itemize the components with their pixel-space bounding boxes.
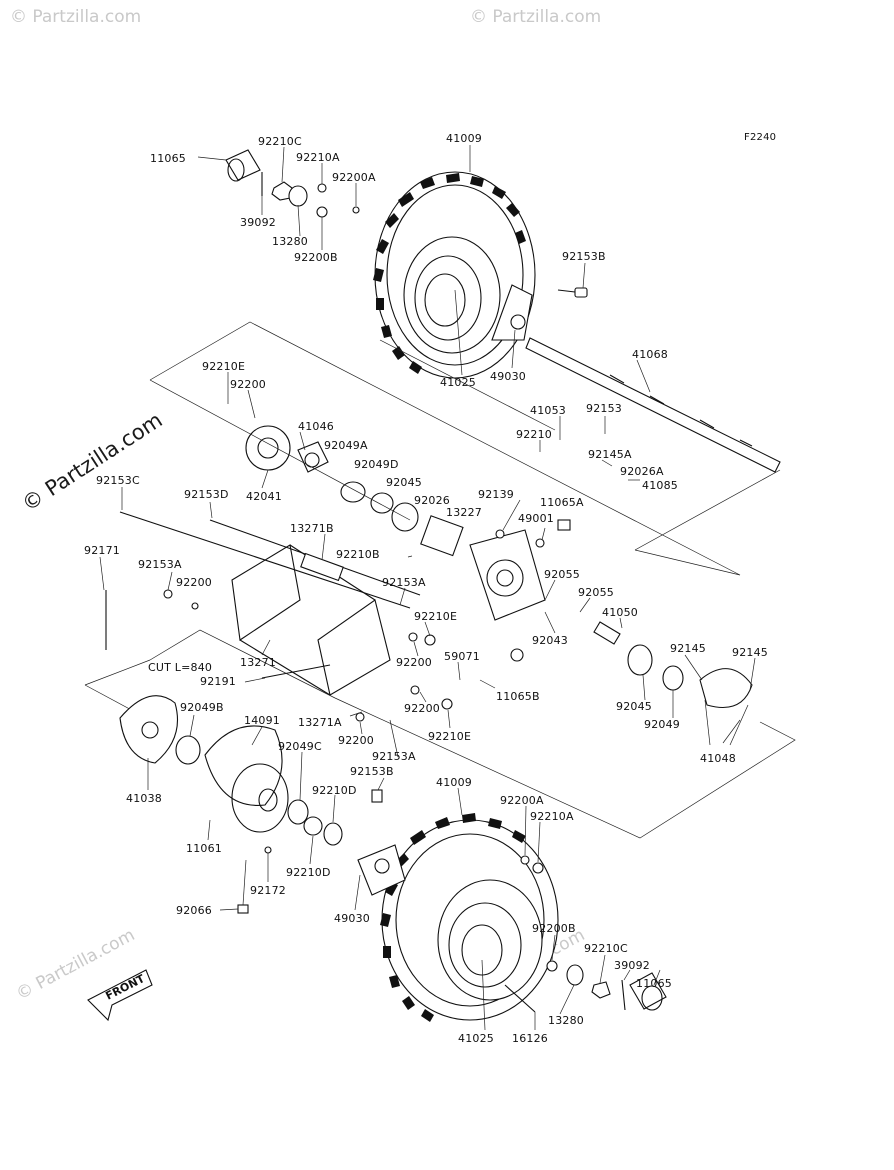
brake-drum [119,695,383,914]
part-label-13280: 13280 [548,1014,584,1027]
watermark-faint: © Partzilla.com [470,7,601,27]
part-label-41038: 41038 [126,792,162,805]
part-label-92153c: 92153C [96,474,140,487]
part-label-41025: 41025 [440,376,476,389]
part-label-92049d: 92049D [354,458,399,471]
rear-axle [525,337,781,473]
part-label-13271: 13271 [240,656,276,669]
part-label-92055: 92055 [578,586,614,599]
bottom-wheel [357,813,667,1022]
part-label-92045: 92045 [616,700,652,713]
part-label-92200: 92200 [338,734,374,747]
part-label-92171: 92171 [84,544,120,557]
part-label-41046: 41046 [298,420,334,433]
part-label-11065: 11065 [636,977,672,990]
part-label-92172: 92172 [250,884,286,897]
top-wheel [225,149,588,379]
part-label-92043: 92043 [532,634,568,647]
part-label-92153b: 92153B [562,250,606,263]
part-label-92055: 92055 [544,568,580,581]
part-label-13280: 13280 [272,235,308,248]
part-label-11065a: 11065A [540,496,584,509]
part-label-92200: 92200 [230,378,266,391]
part-label-41068: 41068 [632,348,668,361]
leader-lines [99,145,756,1031]
part-label-41009: 41009 [436,776,472,789]
part-label-92026: 92026 [414,494,450,507]
part-label-41053: 41053 [530,404,566,417]
part-label-92210c: 92210C [258,135,302,148]
part-label-14091: 14091 [244,714,280,727]
part-label-39092: 39092 [240,216,276,229]
part-label-92200b: 92200B [294,251,338,264]
part-label-92210e: 92210E [428,730,471,743]
part-label-41009: 41009 [446,132,482,145]
part-label-92026a: 92026A [620,465,664,478]
cut-note: CUT L=840 [148,661,212,674]
part-label-39092: 39092 [614,959,650,972]
part-label-13227: 13227 [446,506,482,519]
part-label-92045: 92045 [386,476,422,489]
part-label-92210d: 92210D [286,866,331,879]
watermark-main: © Partzilla.com [18,408,167,516]
part-label-92210c: 92210C [584,942,628,955]
part-labels: 11065 92210C 92210A 92200A 39092 13280 9… [84,132,768,1045]
carrier [469,519,753,709]
part-label-92049b: 92049B [180,701,224,714]
part-label-92145: 92145 [670,642,706,655]
part-label-49001: 49001 [518,512,554,525]
part-label-92200: 92200 [176,576,212,589]
part-label-92049a: 92049A [324,439,368,452]
part-label-16126: 16126 [512,1032,548,1045]
part-label-92153a: 92153A [382,576,426,589]
part-label-92066: 92066 [176,904,212,917]
part-label-92210a: 92210A [296,151,340,164]
part-label-92153a: 92153A [372,750,416,763]
part-label-92049c: 92049C [278,740,322,753]
part-label-41085: 41085 [642,479,678,492]
part-label-92210b: 92210B [336,548,380,561]
part-label-92210e: 92210E [414,610,457,623]
part-label-92153a: 92153A [138,558,182,571]
part-label-13271b: 13271B [290,522,334,535]
part-label-11061: 11061 [186,842,222,855]
part-label-92153d: 92153D [184,488,229,501]
part-label-92210e: 92210E [202,360,245,373]
part-label-92210: 92210 [516,428,552,441]
part-label-92200: 92200 [396,656,432,669]
front-arrow: FRONT [87,969,153,1022]
part-label-92200a: 92200A [332,171,376,184]
part-label-92200b: 92200B [532,922,576,935]
part-label-92191: 92191 [200,675,236,688]
part-label-49030: 49030 [334,912,370,925]
part-label-11065: 11065 [150,152,186,165]
part-label-92200a: 92200A [500,794,544,807]
part-label-11065b: 11065B [496,690,540,703]
part-label-41025: 41025 [458,1032,494,1045]
part-label-92200: 92200 [404,702,440,715]
part-label-92210a: 92210A [530,810,574,823]
part-label-92049: 92049 [644,718,680,731]
part-label-42041: 42041 [246,490,282,503]
diagram-code: F2240 [744,132,776,143]
part-label-59071: 59071 [444,650,480,663]
part-label-49030: 49030 [490,370,526,383]
part-label-41048: 41048 [700,752,736,765]
part-label-92210d: 92210D [312,784,357,797]
watermark-faint: © Partzilla.com [10,7,141,27]
swing-arm-frame [105,511,453,722]
part-label-92153: 92153 [586,402,622,415]
part-label-92139: 92139 [478,488,514,501]
part-label-92153b: 92153B [350,765,394,778]
part-label-13271a: 13271A [298,716,342,729]
part-label-41050: 41050 [602,606,638,619]
part-label-92145a: 92145A [588,448,632,461]
part-label-92145: 92145 [732,646,768,659]
